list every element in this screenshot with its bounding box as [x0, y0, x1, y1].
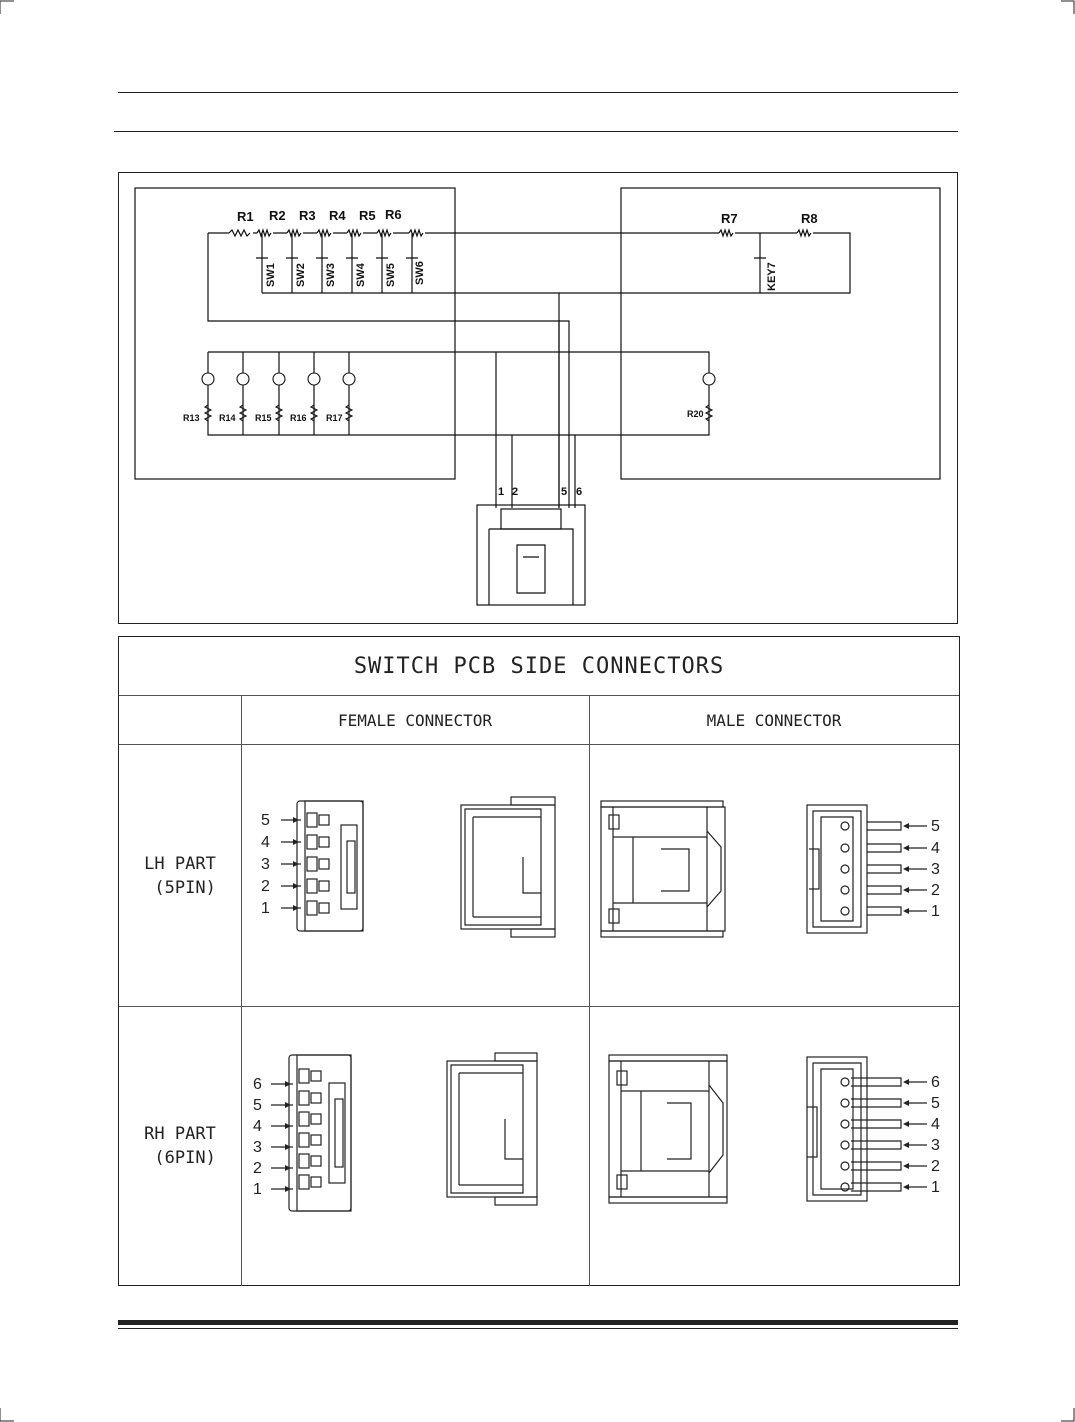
- pin-number: 5: [931, 818, 940, 835]
- header-rule-top: [118, 92, 958, 93]
- rh-male-connector: 6 5 4 3 2 1: [608, 1054, 940, 1204]
- led-resistor-label: R17: [326, 413, 343, 423]
- pin-number: 2: [253, 1160, 262, 1177]
- led-resistor-label: R16: [290, 413, 307, 423]
- connector-pin-label: 1: [498, 486, 504, 498]
- crop-mark-bottom-left: [0, 1408, 14, 1422]
- table-divider: [119, 695, 959, 696]
- switch-pcb-schematic: R1 R2 R3 R4 R5 R6 R7 R8 SW1 SW2 SW3 SW4 …: [118, 172, 958, 624]
- schematic-svg: R1 R2 R3 R4 R5 R6 R7 R8 SW1 SW2 SW3 SW4 …: [134, 187, 941, 606]
- header-rule-bottom: [114, 131, 958, 132]
- resistor-label: R6: [385, 207, 402, 222]
- table-title: SWITCH PCB SIDE CONNECTORS: [353, 653, 725, 679]
- led-icon: [201, 372, 215, 386]
- connector-table: SWITCH PCB SIDE CONNECTORS FEMALE CONNEC…: [118, 636, 960, 1286]
- footer-rule-thin: [118, 1328, 958, 1329]
- pin-number: 5: [931, 1095, 940, 1112]
- pin-number: 2: [261, 878, 270, 895]
- led-icon: [307, 372, 321, 386]
- table-divider: [119, 744, 959, 745]
- pin-number: 5: [261, 812, 270, 829]
- rh-female-connector: 6 5 4 3 2 1: [253, 1052, 538, 1212]
- pin-number: 1: [253, 1181, 262, 1198]
- male-connector-header: MALE CONNECTOR: [706, 710, 842, 730]
- led-icon: [342, 372, 356, 386]
- rh-part-label: RH PART (6PIN): [144, 1124, 216, 1168]
- pin-number: 3: [261, 856, 270, 873]
- switch-label: KEY7: [766, 262, 778, 291]
- table-divider: [241, 696, 242, 1286]
- lh-male-connector: 5 4 3 2 1: [600, 800, 940, 938]
- table-divider: [589, 696, 590, 1286]
- led-icon: [272, 372, 286, 386]
- lh-part-label: LH PART (5PIN): [144, 853, 216, 898]
- led-resistor-label: R15: [255, 413, 272, 423]
- led-resistor-label: R13: [183, 413, 200, 423]
- pin-number: 4: [931, 1116, 940, 1133]
- pin-number: 5: [253, 1097, 262, 1114]
- pin-number: 4: [253, 1118, 262, 1135]
- switch-label: SW5: [385, 263, 397, 287]
- resistor-label: R4: [329, 208, 346, 223]
- footer-rule-thick: [118, 1320, 958, 1325]
- resistor-label: R8: [801, 211, 818, 226]
- crop-mark-bottom-right: [1061, 1408, 1075, 1422]
- pin-number: 3: [931, 1137, 940, 1154]
- crop-mark-top-left: [0, 0, 14, 14]
- switch-label: SW4: [355, 262, 367, 287]
- led-icon: [702, 372, 716, 386]
- led-resistor-label: R14: [219, 413, 236, 423]
- resistor-label: R2: [269, 208, 286, 223]
- connector-pin-label: 6: [576, 486, 582, 498]
- switch-label: SW1: [265, 263, 277, 287]
- switch-label: SW2: [295, 263, 307, 287]
- resistor-label: R7: [721, 211, 738, 226]
- connector-pin-label: 2: [512, 486, 518, 498]
- female-connector-header: FEMALE CONNECTOR: [337, 710, 493, 730]
- pin-number: 3: [931, 861, 940, 878]
- pin-number: 2: [931, 1158, 940, 1175]
- right-pcb-outline: [620, 187, 941, 480]
- pin-number: 4: [931, 840, 940, 857]
- connector-pin-label: 5: [561, 486, 567, 498]
- crop-mark-top-right: [1061, 0, 1075, 14]
- switch-label: SW3: [325, 263, 337, 287]
- led-icon: [236, 372, 250, 386]
- pin-number: 6: [253, 1076, 262, 1093]
- pin-number: 1: [931, 903, 940, 920]
- left-pcb-outline: [134, 187, 456, 480]
- switch-label: SW6: [414, 261, 426, 285]
- resistor-label: R3: [299, 208, 316, 223]
- pin-number: 1: [261, 900, 270, 917]
- resistor-label: R1: [237, 209, 254, 224]
- pin-number: 1: [931, 1179, 940, 1196]
- table-divider: [119, 1006, 959, 1007]
- pin-number: 2: [931, 882, 940, 899]
- resistor-label: R5: [359, 208, 376, 223]
- lh-female-connector: 5 4 3 2 1: [261, 796, 556, 938]
- pin-number: 6: [931, 1074, 940, 1091]
- pin-number: 3: [253, 1139, 262, 1156]
- led-resistor-label: R20: [687, 409, 704, 419]
- pin-number: 4: [261, 834, 270, 851]
